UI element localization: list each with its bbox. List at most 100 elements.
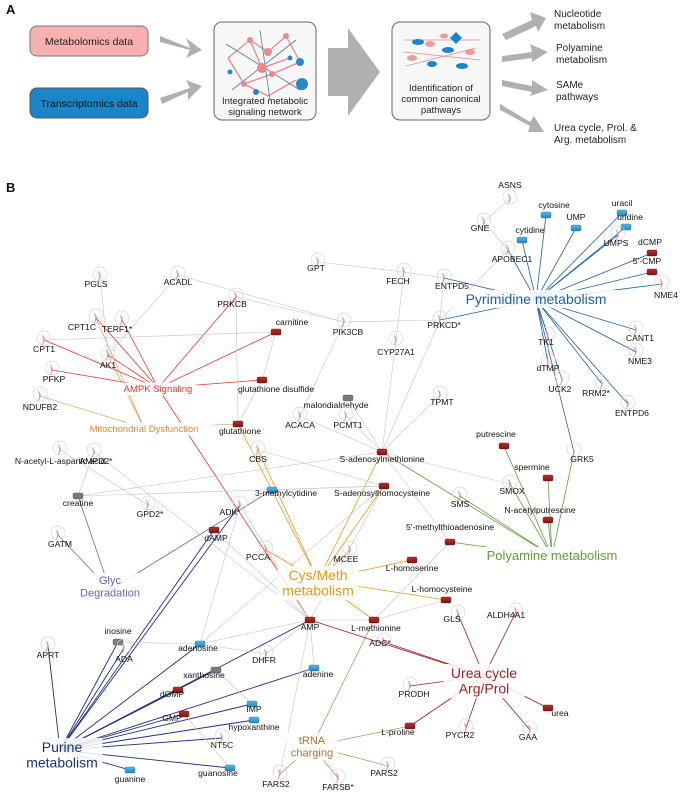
- node-guanine[interactable]: guanine: [115, 766, 146, 784]
- node-entpd5[interactable]: ENTPD5: [435, 268, 469, 291]
- node-nme3[interactable]: NME3: [628, 342, 652, 366]
- hub-mito[interactable]: Mitochondrial Dysfunction: [75, 422, 213, 436]
- node-urea[interactable]: urea: [542, 704, 569, 718]
- node-adc[interactable]: ADC*: [369, 632, 391, 648]
- node-putrescine[interactable]: putrescine: [476, 429, 516, 450]
- node-spermine[interactable]: spermine: [514, 462, 554, 482]
- node-asns[interactable]: ASNS: [498, 180, 522, 205]
- node-umps[interactable]: UMPS: [604, 225, 629, 248]
- hub-polyamine[interactable]: Polyamine metabolism: [476, 547, 628, 564]
- node-amp[interactable]: AMP: [301, 616, 320, 632]
- node-tk1[interactable]: TK1: [538, 326, 556, 347]
- node-nacasp[interactable]: N-acetyl-L-aspartic acid: [15, 440, 105, 466]
- node-sam[interactable]: S-adenosylmethionine: [339, 448, 425, 464]
- node-dtmp[interactable]: dTMP: [537, 352, 560, 373]
- node-entpd6[interactable]: ENTPD6: [615, 394, 649, 418]
- node-tpmt[interactable]: TPMT: [430, 385, 454, 407]
- node-guanosine[interactable]: guanosine: [198, 764, 238, 778]
- hub-ampk[interactable]: AMPK Signaling: [119, 382, 197, 396]
- node-carnitine[interactable]: carnitine: [270, 317, 308, 336]
- node-gaa[interactable]: GAA: [519, 720, 538, 742]
- node-sms[interactable]: SMS: [451, 486, 470, 509]
- node-mcee[interactable]: MCEE: [334, 540, 359, 564]
- node-lproline[interactable]: L-proline: [381, 722, 416, 737]
- node-glutathione[interactable]: glutathione: [219, 420, 261, 436]
- node-damp[interactable]: dAMP: [204, 526, 228, 543]
- node-cytosine[interactable]: cytosine: [538, 200, 570, 219]
- node-adenine[interactable]: adenine: [303, 664, 334, 679]
- node-acadl[interactable]: ACADL: [164, 265, 193, 287]
- node-pars2[interactable]: PARS2: [370, 756, 398, 778]
- node-sah[interactable]: S-adenosylhomocysteine: [334, 482, 430, 498]
- node-dhfr[interactable]: DHFR: [252, 644, 276, 665]
- node-methylcytidine[interactable]: 3-methylcytidine: [255, 486, 317, 498]
- node-rrm2[interactable]: RRM2*: [582, 374, 610, 398]
- node-xanthosine[interactable]: xanthosine: [183, 666, 225, 680]
- node-ampd2[interactable]: AMPD2*: [80, 442, 114, 466]
- node-ada[interactable]: ADA: [115, 638, 133, 664]
- node-cyp27a1[interactable]: CYP27A1: [377, 330, 415, 357]
- node-cbs[interactable]: CBS: [249, 440, 267, 464]
- node-grk5[interactable]: GRK5: [566, 442, 594, 464]
- node-prodh[interactable]: PRODH: [398, 676, 430, 699]
- hub-pyrimidine[interactable]: Pyrimidine metabolism: [450, 290, 622, 309]
- node-uck2[interactable]: UCK2: [549, 370, 572, 394]
- node-nt5c[interactable]: NT5C: [211, 728, 233, 750]
- node-gpd2[interactable]: GPD2*: [137, 495, 164, 519]
- node-cpt1c[interactable]: CPT1C: [68, 308, 104, 332]
- metabolite-up-glyph: [406, 556, 418, 564]
- node-prkcd[interactable]: PRKCD*: [427, 310, 461, 330]
- node-lhomoserine[interactable]: L-homoserine: [386, 556, 439, 573]
- node-gne[interactable]: GNE: [471, 212, 492, 233]
- node-terf1[interactable]: TERF1*: [102, 310, 133, 334]
- node-nacputrescine[interactable]: N-acetylputrescine: [504, 505, 576, 524]
- node-aldh4a1[interactable]: ALDH4A1: [487, 602, 525, 620]
- node-pgls[interactable]: PGLS: [85, 266, 108, 289]
- node-mta[interactable]: 5'-methylthioadenosine: [406, 522, 494, 546]
- node-pcca[interactable]: PCCA: [246, 540, 274, 562]
- node-nme4[interactable]: NME4: [654, 274, 678, 300]
- node-ak1[interactable]: AK1: [100, 345, 116, 370]
- node-acaca[interactable]: ACACA: [285, 406, 315, 430]
- node-dcmp[interactable]: dCMP: [638, 237, 662, 257]
- node-apobec1[interactable]: APOBEC1: [492, 240, 533, 264]
- node-gls[interactable]: GLS: [443, 604, 466, 624]
- node-farsb[interactable]: FARSB*: [322, 768, 354, 792]
- node-hypoxanthine[interactable]: hypoxanthine: [228, 716, 280, 732]
- node-ndufb2[interactable]: NDUFB2: [23, 386, 58, 412]
- node-prkcb[interactable]: PRKCB: [217, 287, 247, 309]
- node-gsdisulfide[interactable]: glutathione disulfide: [238, 376, 314, 394]
- node-cmp5[interactable]: 5'-CMP: [633, 256, 662, 276]
- node-cytidine[interactable]: cytidine: [515, 225, 545, 244]
- node-gpt[interactable]: GPT: [307, 252, 326, 273]
- node-gmp[interactable]: GMP: [162, 710, 190, 723]
- node-aprt[interactable]: APRT: [37, 636, 61, 660]
- node-pfkp[interactable]: PFKP: [43, 360, 66, 384]
- node-gatm[interactable]: GATM: [48, 525, 72, 549]
- hub-label: metabolism: [26, 755, 98, 771]
- node-fars2[interactable]: FARS2: [262, 764, 290, 789]
- node-uridine[interactable]: uridine: [617, 212, 643, 231]
- node-lhomocysteine[interactable]: L-homocysteine: [412, 584, 473, 604]
- node-dgmp[interactable]: dGMP: [160, 686, 185, 699]
- node-adenosine[interactable]: adenosine: [178, 640, 218, 653]
- node-pycr2[interactable]: PYCR2: [446, 718, 475, 740]
- node-creatine[interactable]: creatine: [63, 492, 94, 508]
- node-imp[interactable]: IMP: [246, 700, 262, 714]
- node-cpt1[interactable]: CPT1: [33, 330, 55, 354]
- node-adk[interactable]: ADK*: [219, 495, 248, 517]
- node-uracil[interactable]: uracil: [612, 198, 633, 217]
- node-smox[interactable]: SMOX: [499, 474, 525, 496]
- node-ump[interactable]: UMP: [566, 212, 586, 232]
- node-pcmt1[interactable]: PCMT1: [333, 406, 363, 430]
- node-malondialdehyde[interactable]: malondialdehyde: [304, 394, 369, 410]
- node-pik3cb[interactable]: PIK3CB: [333, 312, 364, 337]
- node-fech[interactable]: FECH: [386, 262, 412, 286]
- node-cant1[interactable]: CANT1: [626, 320, 654, 343]
- node-lmethionine[interactable]: L-methionine: [351, 616, 401, 633]
